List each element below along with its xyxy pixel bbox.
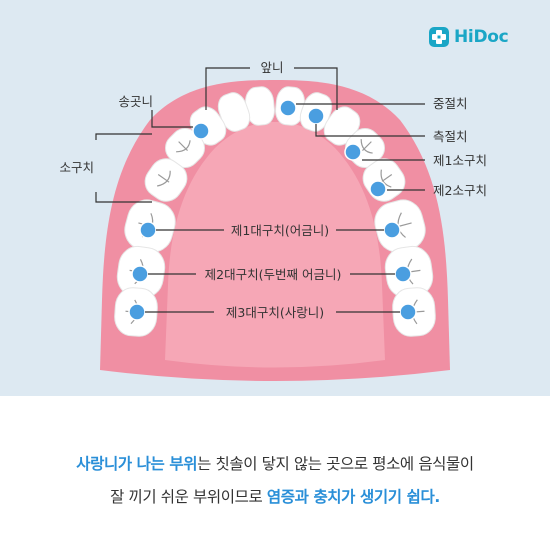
dot-third-molar-right <box>399 303 417 321</box>
leader-canine <box>151 110 193 128</box>
dot-first-molar-right <box>383 221 401 239</box>
label-second-premolar: 제2소구치 <box>433 183 487 198</box>
dot-second-premolar <box>369 180 387 198</box>
label-second-molar: 제2대구치(두번째 어금니) <box>205 267 342 282</box>
tooth-left-premolar-5 <box>144 158 188 202</box>
tooth-left-incisor-2 <box>217 92 251 132</box>
dot-second-molar-left <box>131 265 149 283</box>
caption-highlight-risk: 염증과 충치가 생기기 쉽다. <box>266 488 440 506</box>
caption-panel <box>0 396 550 550</box>
palate <box>165 122 385 368</box>
caption-highlight-wisdom-site: 사랑니가 나는 부위 <box>76 455 198 473</box>
dot-lateral-incisor <box>307 107 325 125</box>
caption-text-1: 는 칫솔이 닿지 않는 곳으로 평소에 음식물이 <box>197 455 474 473</box>
hidoc-cross-icon <box>429 27 449 47</box>
dot-central-incisor <box>279 99 297 117</box>
dot-second-molar-right <box>394 265 412 283</box>
leader-premolar-top <box>95 133 152 140</box>
label-front-teeth: 앞니 <box>260 60 283 75</box>
tooth-fissure <box>176 140 191 153</box>
dot-canine <box>192 122 210 140</box>
label-central-incisor: 중절치 <box>433 96 468 111</box>
label-third-molar: 제3대구치(사랑니) <box>226 305 324 320</box>
tooth-crown <box>217 92 251 132</box>
leader-front-right <box>294 67 338 110</box>
dot-third-molar-left <box>128 303 146 321</box>
caption-line-2: 잘 끼기 쉬운 부위이므로 염증과 충치가 생기기 쉽다. <box>0 481 550 514</box>
caption: 사랑니가 나는 부위는 칫솔이 닿지 않는 곳으로 평소에 음식물이 잘 끼기 … <box>0 448 550 514</box>
brand-name: HiDoc <box>454 27 509 47</box>
label-premolars: 소구치 <box>59 160 94 175</box>
dot-first-premolar <box>344 143 362 161</box>
label-first-premolar: 제1소구치 <box>433 153 487 168</box>
leader-premolar-bottom <box>95 192 152 203</box>
tooth-fissure <box>157 170 171 187</box>
caption-text-2: 잘 끼기 쉬운 부위이므로 <box>110 488 267 506</box>
dot-first-molar-left <box>139 221 157 239</box>
label-first-molar: 제1대구치(어금니) <box>231 223 329 238</box>
tooth-right-molar-6 <box>374 199 426 253</box>
label-lateral-incisor: 측절치 <box>433 129 468 144</box>
label-canine: 송곳니 <box>118 94 153 109</box>
leader-lateral-incisor <box>315 124 425 137</box>
tooth-fissure <box>380 169 393 188</box>
tooth-fissure <box>360 139 373 154</box>
caption-line-1: 사랑니가 나는 부위는 칫솔이 닿지 않는 곳으로 평소에 음식물이 <box>0 448 550 481</box>
brand-logo: HiDoc <box>428 26 509 48</box>
leader-front-left <box>205 67 250 110</box>
